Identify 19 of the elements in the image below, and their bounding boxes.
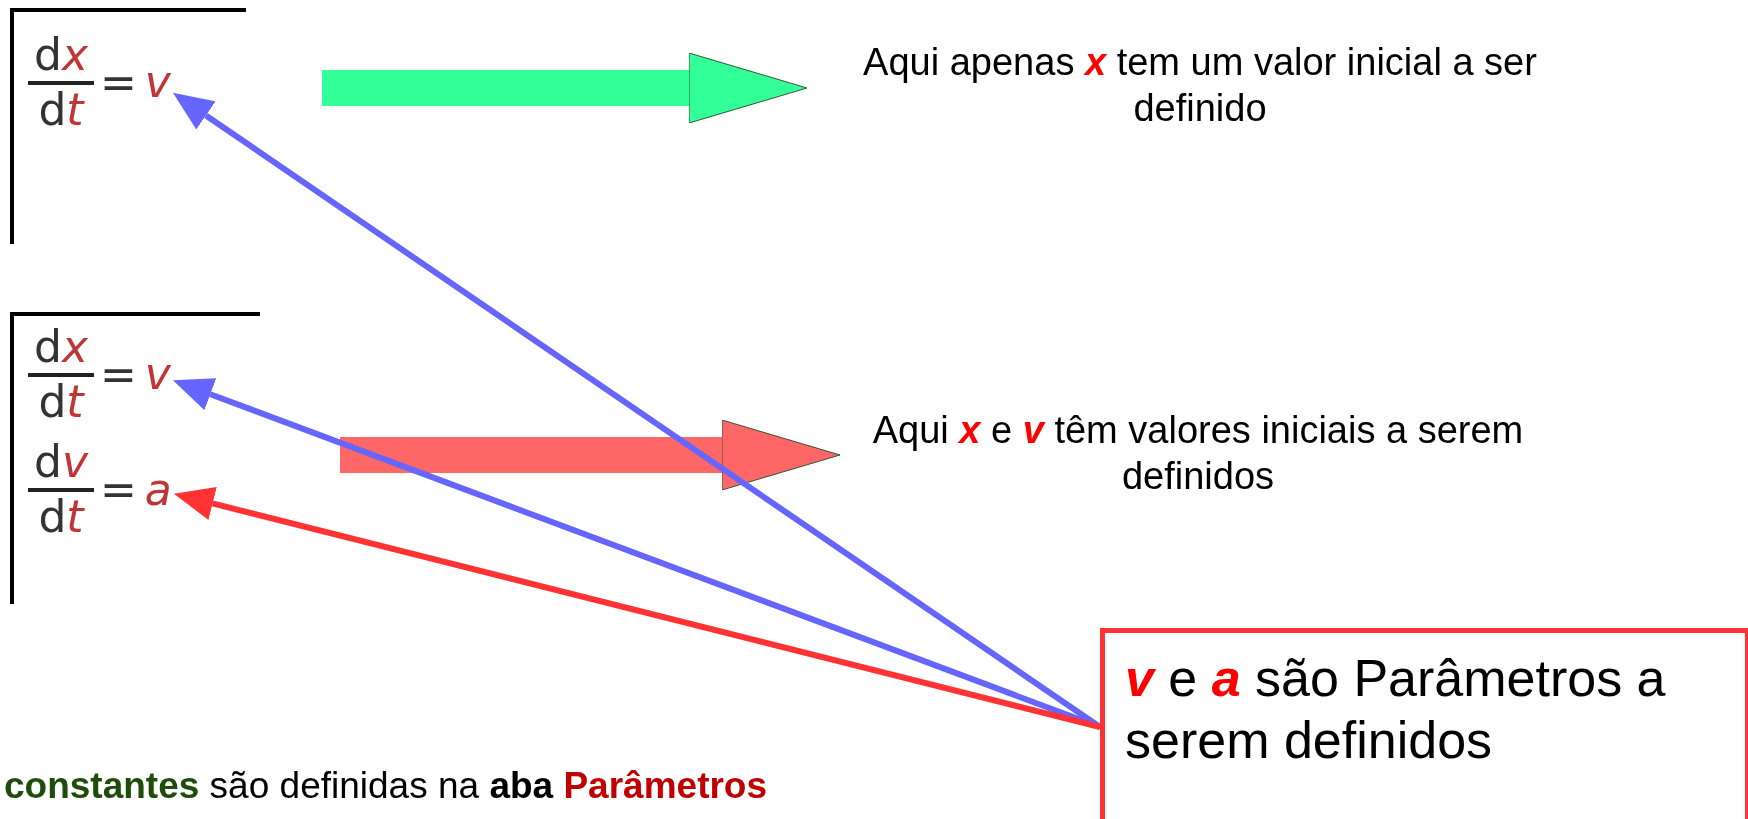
note-text: v e a são Parâmetros a serem definidos	[1125, 648, 1667, 772]
fraction-numerator: dv	[28, 437, 94, 492]
annotation-text: Aqui apenas x tem um valor inicial a ser definido	[815, 40, 1585, 132]
note-text: constantes são definidas na aba Parâmetros	[4, 765, 768, 807]
equation-variable: v	[142, 58, 173, 107]
equation-variable: a	[142, 465, 174, 514]
equals-sign: =	[100, 464, 137, 516]
equals-sign: =	[100, 349, 137, 401]
fraction-denominator: dt	[37, 491, 86, 543]
equation-variable: v	[142, 350, 173, 399]
note-box	[1100, 628, 1748, 819]
arrow	[173, 486, 1101, 730]
fraction-numerator: dx	[28, 322, 94, 377]
equals-sign: =	[100, 57, 137, 109]
fraction-denominator: dt	[37, 84, 86, 136]
block-arrow	[340, 419, 841, 491]
annotation-text: Aqui x e v têm valores iniciais a serem definidos	[848, 408, 1548, 500]
fraction-denominator: dt	[37, 376, 86, 428]
fraction-numerator: dx	[28, 30, 94, 85]
